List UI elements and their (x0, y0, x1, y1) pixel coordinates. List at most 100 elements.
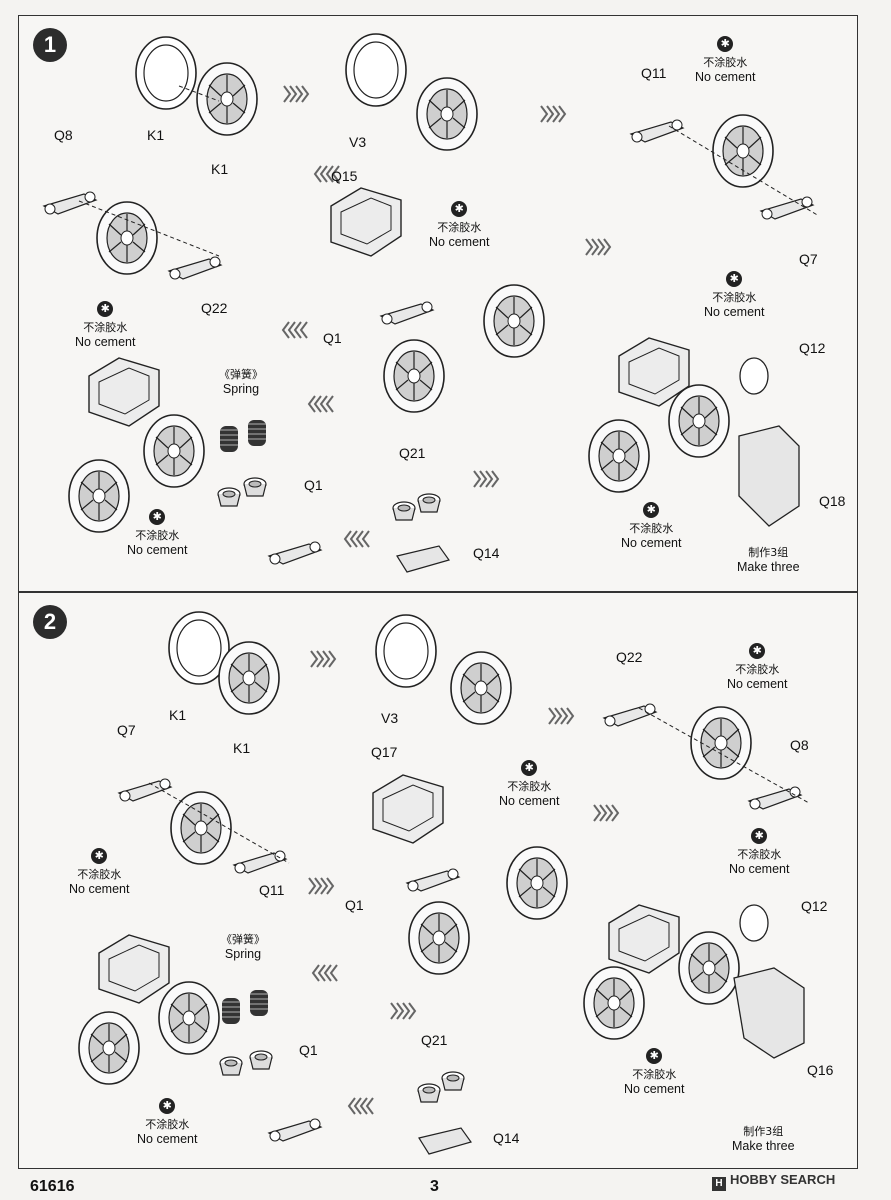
damper-q12-part (739, 904, 769, 942)
spring-part (249, 989, 269, 1017)
base-q14-part (418, 1127, 472, 1155)
hub-k1-part (218, 641, 280, 715)
arm-q8-part (43, 191, 97, 215)
arm-q1-part (380, 301, 434, 325)
part-label: Q22 (616, 649, 643, 665)
no-cement-icon: ✱ (91, 848, 108, 864)
part-label: V3 (349, 134, 367, 150)
part-label: K1 (147, 127, 165, 143)
no-cement-icon: ✱ (159, 1098, 176, 1114)
part-label: Q1 (304, 477, 323, 493)
direction-arrow-icon (282, 321, 308, 339)
direction-arrow-icon (344, 530, 370, 548)
direction-arrow-icon (473, 470, 499, 488)
arm-q11-part (233, 850, 287, 874)
cup-q21-part (417, 493, 441, 513)
arm-q22-part (168, 256, 222, 280)
wheel-right-1 (712, 114, 774, 188)
spring-part (219, 425, 239, 453)
arm-q7-part (118, 778, 172, 802)
part-label: Q17 (371, 744, 398, 760)
housing-q16-part (733, 967, 805, 1059)
cup-q21-part (417, 1083, 441, 1103)
no-cement-icon: ✱ (726, 271, 743, 287)
part-label: Q18 (819, 493, 846, 509)
part-label: V3 (381, 710, 399, 726)
arm-q1-lower-part (268, 541, 322, 565)
part-label: Q15 (331, 168, 358, 184)
hobby-search-logo-icon: H (712, 1177, 726, 1191)
rim-k1-part (135, 36, 197, 110)
no-cement-icon: ✱ (97, 301, 114, 317)
tire-v3-part (345, 33, 407, 107)
part-label: Q8 (54, 127, 73, 143)
no-cement-icon: ✱ (749, 643, 766, 659)
step-number-badge: 2 (33, 605, 67, 639)
no-cement-icon: ✱ (643, 502, 660, 518)
no-cement-icon: ✱ (451, 201, 468, 217)
wheel-assembly-part (450, 651, 512, 725)
product-code: 61616 (30, 1178, 75, 1195)
direction-arrow-icon (308, 395, 334, 413)
part-label: Q1 (299, 1042, 318, 1058)
part-label: Q11 (259, 882, 285, 898)
step-1-illustration (43, 33, 820, 573)
direction-arrow-icon (308, 877, 334, 895)
direction-arrow-icon (548, 707, 574, 725)
part-label: Q14 (473, 545, 500, 561)
wheel-left-1 (96, 201, 158, 275)
no-cement-icon: ✱ (717, 36, 734, 52)
arm-q1-part (406, 868, 460, 892)
part-label: K1 (211, 161, 229, 177)
part-label: Q12 (799, 340, 826, 356)
part-label: Q1 (345, 897, 364, 913)
cup-q21-part (392, 501, 416, 521)
no-cement-icon: ✱ (521, 760, 538, 776)
part-label: Q21 (421, 1032, 448, 1048)
wheel-right-2 (690, 706, 752, 780)
arm-q22-part (603, 703, 657, 727)
hub-k1-part (196, 62, 258, 136)
direction-arrow-icon (593, 804, 619, 822)
page-number: 3 (430, 1178, 439, 1195)
arm-q8-part (748, 786, 802, 810)
part-label: Q11 (641, 65, 667, 81)
step-2-illustration (78, 611, 810, 1155)
bogie-assembly-left (98, 934, 170, 1004)
wheel-assembly-part (416, 77, 478, 151)
direction-arrow-icon (310, 650, 336, 668)
direction-arrow-icon (390, 1002, 416, 1020)
direction-arrow-icon (540, 105, 566, 123)
no-cement-icon: ✱ (646, 1048, 663, 1064)
tire-v3-part (375, 614, 437, 688)
part-label: K1 (233, 740, 251, 756)
base-q14-part (396, 545, 450, 573)
no-cement-icon: ✱ (149, 509, 166, 525)
part-label: Q1 (323, 330, 342, 346)
housing-q18-part (738, 425, 800, 527)
part-label: Q8 (790, 737, 809, 753)
step-1-panel: 1 K1 K1 V3 Q11 Q7 Q8 Q22 Q15 Q1 Q12 Q18 … (18, 15, 858, 592)
spring-part (247, 419, 267, 447)
direction-arrow-icon (585, 238, 611, 256)
part-label: Q22 (201, 300, 228, 316)
cup-q21-part (441, 1071, 465, 1091)
direction-arrow-icon (283, 85, 309, 103)
bogie-assembly-part (608, 904, 680, 974)
spring-note: 《弹簧》Spring (221, 933, 265, 961)
part-label: K1 (169, 707, 187, 723)
